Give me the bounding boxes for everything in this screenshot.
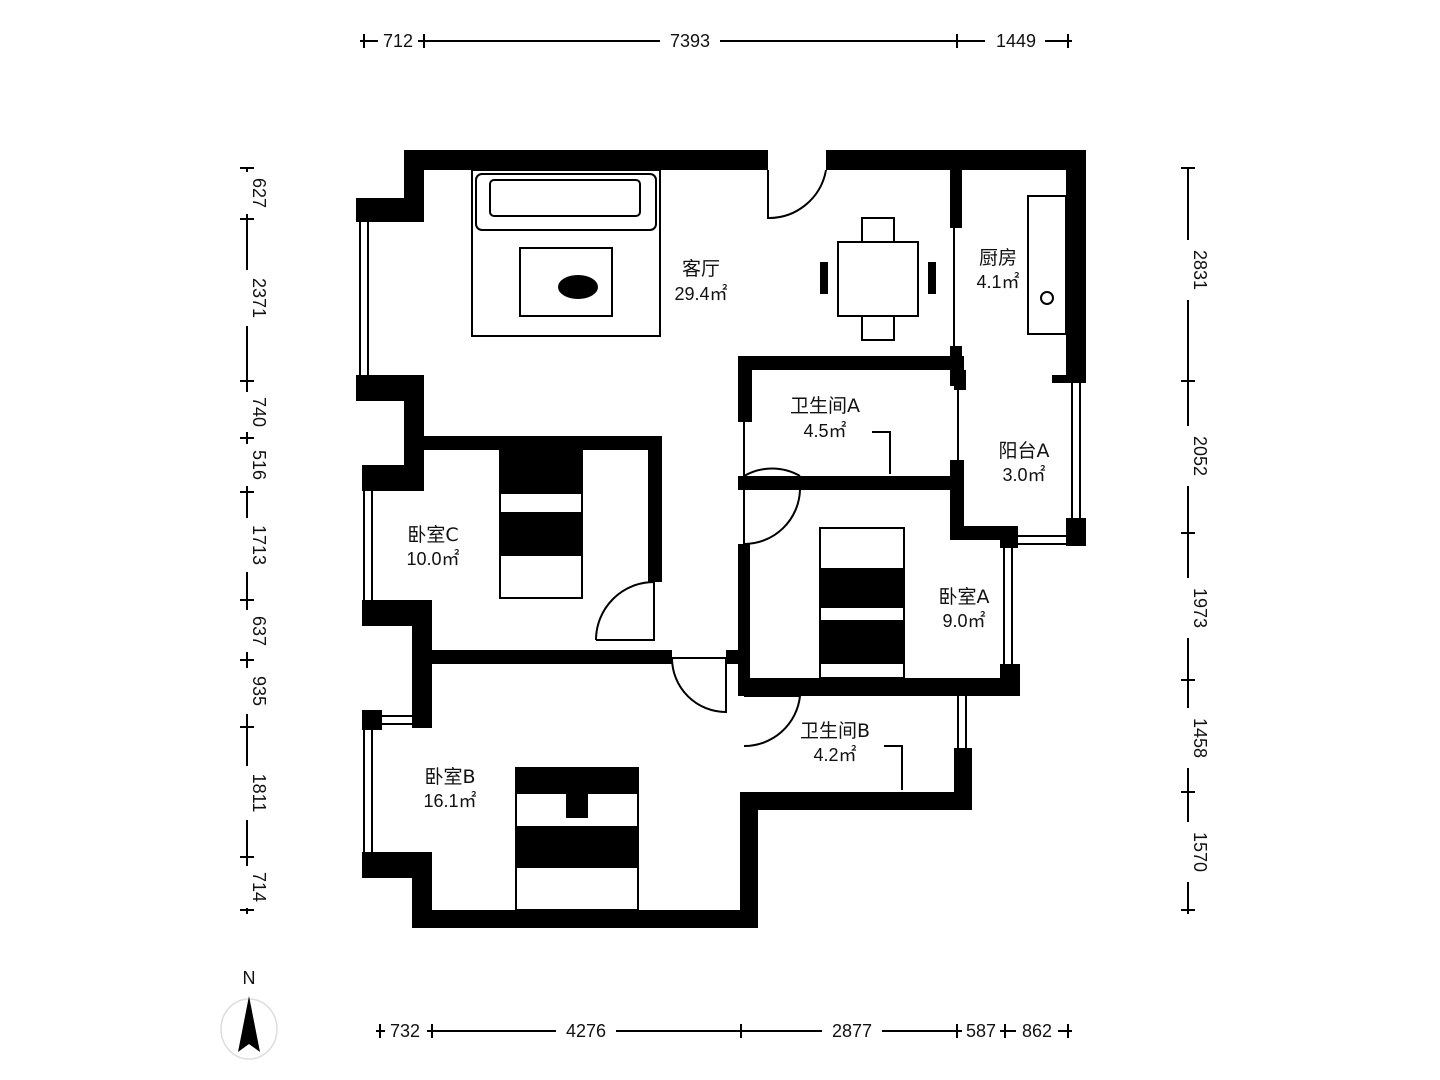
dim-bottom-3: 2877 [832, 1021, 872, 1041]
dim-right-4: 1458 [1190, 718, 1210, 758]
dim-bottom-4: 587 [966, 1021, 996, 1041]
room-balcony-a-area: 3.0㎡ [1002, 464, 1045, 485]
room-bedroom-c-area: 10.0㎡ [406, 548, 459, 569]
dim-left-4: 516 [249, 450, 269, 480]
dim-left-9: 714 [249, 872, 269, 902]
dim-bottom-2: 4276 [566, 1021, 606, 1041]
right-dimension-line: 2831 2052 1973 1458 1570 [1176, 167, 1210, 914]
dim-right-5: 1570 [1190, 832, 1210, 872]
left-dimension-line: 627 2371 740 516 1713 637 935 1811 714 [235, 167, 269, 914]
furniture [471, 169, 1067, 911]
dim-bottom-1: 732 [390, 1021, 420, 1041]
room-living-area: 29.4㎡ [674, 283, 727, 304]
room-balcony-a-name: 阳台A [999, 440, 1050, 462]
room-kitchen-area: 4.1㎡ [976, 271, 1019, 292]
north-arrow: N [220, 968, 278, 1060]
room-bath-b-name: 卫生间B [800, 720, 870, 742]
dim-left-2: 2371 [249, 278, 269, 318]
room-bath-a-area: 4.5㎡ [803, 420, 846, 441]
dim-bottom-5: 862 [1022, 1021, 1052, 1041]
room-living-name: 客厅 [682, 258, 720, 280]
dim-left-8: 1811 [249, 774, 269, 813]
room-bedroom-a-name: 卧室A [939, 586, 990, 608]
doors [595, 169, 827, 748]
dim-top-1: 712 [383, 31, 413, 51]
dim-left-6: 637 [249, 616, 269, 646]
top-dimension-line: 712 7393 1449 [360, 28, 1072, 54]
walls [356, 150, 1086, 928]
north-label: N [243, 968, 256, 988]
dim-top-3: 1449 [996, 31, 1036, 51]
dim-left-1: 627 [249, 178, 269, 208]
dim-top-2: 7393 [670, 31, 710, 51]
room-bedroom-c-name: 卧室C [407, 524, 458, 546]
dim-left-3: 740 [249, 397, 269, 427]
dim-right-3: 1973 [1190, 588, 1210, 628]
bottom-dimension-line: 732 4276 2877 587 862 [376, 1018, 1072, 1044]
room-kitchen-name: 厨房 [979, 247, 1017, 269]
room-bedroom-b-name: 卧室B [424, 766, 475, 788]
room-bath-a-name: 卫生间A [790, 395, 860, 417]
room-bath-b-area: 4.2㎡ [813, 744, 856, 765]
north-arrow-icon [238, 996, 260, 1052]
dim-left-7: 935 [249, 676, 269, 706]
room-labels: 客厅 29.4㎡ 厨房 4.1㎡ 卫生间A 4.5㎡ 阳台A 3.0㎡ 卧室C … [406, 247, 1049, 811]
dim-right-1: 2831 [1190, 250, 1210, 290]
dim-left-5: 1713 [249, 525, 269, 565]
room-bedroom-a-area: 9.0㎡ [942, 610, 985, 631]
dim-right-2: 2052 [1190, 436, 1210, 476]
room-bedroom-b-area: 16.1㎡ [423, 790, 476, 811]
